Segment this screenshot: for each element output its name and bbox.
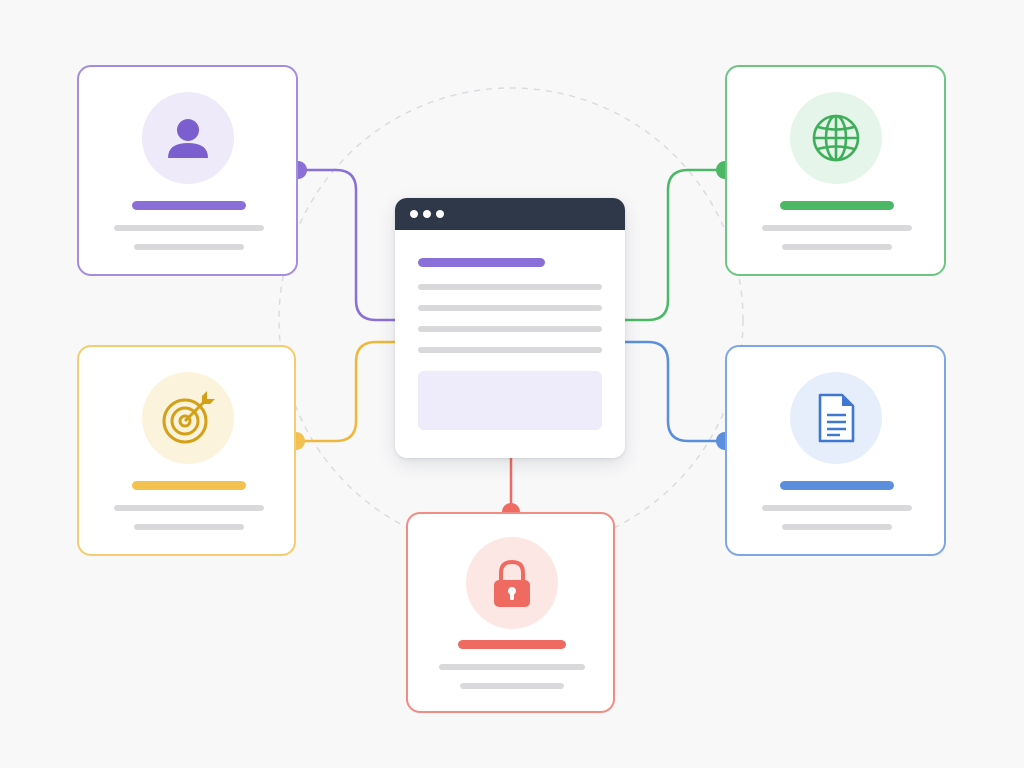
card-lock-line-1 <box>439 664 585 670</box>
card-user <box>77 65 298 276</box>
connector-target <box>296 340 396 443</box>
window-dot-3 <box>436 210 444 218</box>
connector-document <box>625 340 725 443</box>
card-lock-line-2 <box>460 683 564 689</box>
card-user-line-1 <box>114 225 264 231</box>
card-document <box>725 345 946 556</box>
card-target <box>77 345 296 556</box>
target-icon <box>142 372 234 464</box>
browser-text-line-1 <box>418 284 602 290</box>
card-globe-line-1 <box>762 225 912 231</box>
card-lock <box>406 512 615 713</box>
window-dot-2 <box>423 210 431 218</box>
browser-content-panel <box>418 371 602 430</box>
card-document-line-1 <box>762 505 912 511</box>
browser-text-line-4 <box>418 347 602 353</box>
central-browser-window <box>395 198 625 458</box>
card-user-title-bar <box>132 201 246 210</box>
connector-globe <box>625 168 725 322</box>
browser-text-line-3 <box>418 326 602 332</box>
card-globe-title-bar <box>780 201 894 210</box>
card-document-line-2 <box>782 524 892 530</box>
lock-icon <box>466 537 558 629</box>
window-dot-1 <box>410 210 418 218</box>
card-target-line-1 <box>114 505 264 511</box>
card-target-title-bar <box>132 481 246 490</box>
browser-heading-bar <box>418 258 545 267</box>
connector-user <box>298 168 396 322</box>
card-globe <box>725 65 946 276</box>
card-globe-line-2 <box>782 244 892 250</box>
card-document-title-bar <box>780 481 894 490</box>
browser-text-line-2 <box>418 305 602 311</box>
card-lock-title-bar <box>458 640 566 649</box>
card-user-line-2 <box>134 244 244 250</box>
browser-title-bar <box>395 198 625 230</box>
document-icon <box>790 372 882 464</box>
globe-icon <box>790 92 882 184</box>
user-icon <box>142 92 234 184</box>
card-target-line-2 <box>134 524 244 530</box>
